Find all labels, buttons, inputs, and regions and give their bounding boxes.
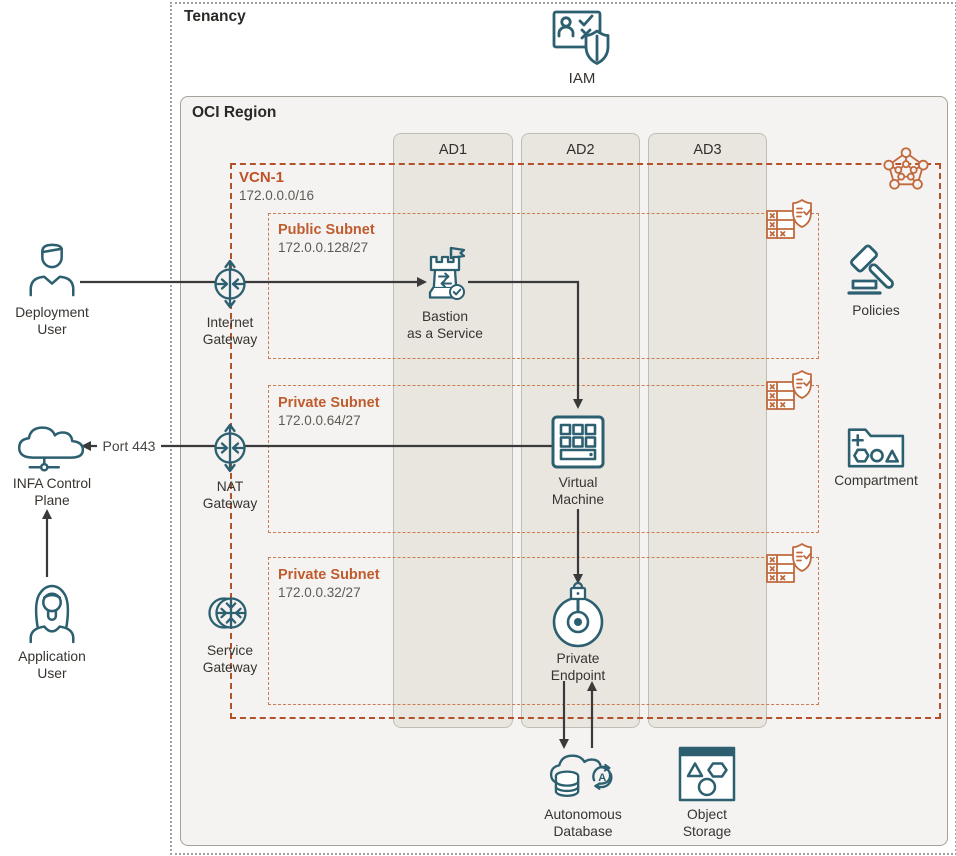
policies-label: Policies — [852, 303, 900, 318]
public-subnet-name: Public Subnet — [278, 222, 375, 238]
vcn-mesh-icon — [882, 145, 930, 191]
public-subnet-label-block: Public Subnet 172.0.0.128/27 — [278, 221, 375, 257]
oci-region-label: OCI Region — [192, 104, 277, 121]
bastion-icon — [428, 246, 466, 300]
tenancy-label: Tenancy — [184, 8, 246, 25]
private-subnet1-cidr: 172.0.0.64/27 — [278, 413, 361, 428]
policies-node: Policies — [826, 238, 926, 320]
private-subnet1-name: Private Subnet — [278, 395, 380, 411]
autonomous-database-icon: A — [549, 754, 613, 797]
policies-gavel-icon — [847, 244, 894, 295]
ad1-column: AD1 — [393, 133, 513, 728]
vcn-name: VCN-1 — [239, 169, 285, 186]
private-subnet2-cidr: 172.0.0.32/27 — [278, 585, 361, 600]
ad3-column: AD3 — [648, 133, 767, 728]
application-user-icon — [29, 584, 75, 644]
private-subnet2-label-block: Private Subnet 172.0.0.32/27 — [278, 566, 380, 602]
ad3-label: AD3 — [693, 142, 722, 158]
service-gateway-icon — [208, 597, 247, 629]
private-subnet2-name: Private Subnet — [278, 567, 380, 583]
iam-icon — [552, 10, 610, 65]
internet-gateway-icon — [214, 259, 246, 309]
iam-node: IAM — [532, 8, 632, 88]
infa-control-plane-cloud-icon — [17, 426, 85, 472]
virtual-machine-icon — [551, 415, 605, 469]
object-storage-icon — [678, 746, 736, 802]
security-list-icon-private-subnet2 — [764, 541, 816, 591]
ad2-label: AD2 — [566, 142, 595, 158]
svg-text:A: A — [598, 772, 606, 784]
deployment-user-icon — [29, 243, 75, 297]
compartment-node: Compartment — [826, 422, 926, 490]
compartment-label: Compartment — [834, 473, 918, 488]
vcn-label-block: VCN-1 172.0.0.0/16 — [239, 169, 314, 205]
security-list-icon-public-subnet — [764, 197, 816, 247]
port-443-label: Port 443 — [97, 437, 161, 455]
ad1-label: AD1 — [438, 142, 468, 158]
private-subnet1-label-block: Private Subnet 172.0.0.64/27 — [278, 394, 380, 430]
nat-gateway-icon — [214, 423, 246, 473]
public-subnet-cidr: 172.0.0.128/27 — [278, 240, 369, 255]
compartment-folder-icon — [847, 428, 905, 468]
private-endpoint-icon — [552, 582, 604, 648]
vcn-cidr: 172.0.0.0/16 — [239, 188, 315, 203]
private-subnet2-box — [268, 557, 819, 705]
iam-label: IAM — [568, 70, 596, 87]
security-list-icon-private-subnet1 — [764, 368, 816, 418]
